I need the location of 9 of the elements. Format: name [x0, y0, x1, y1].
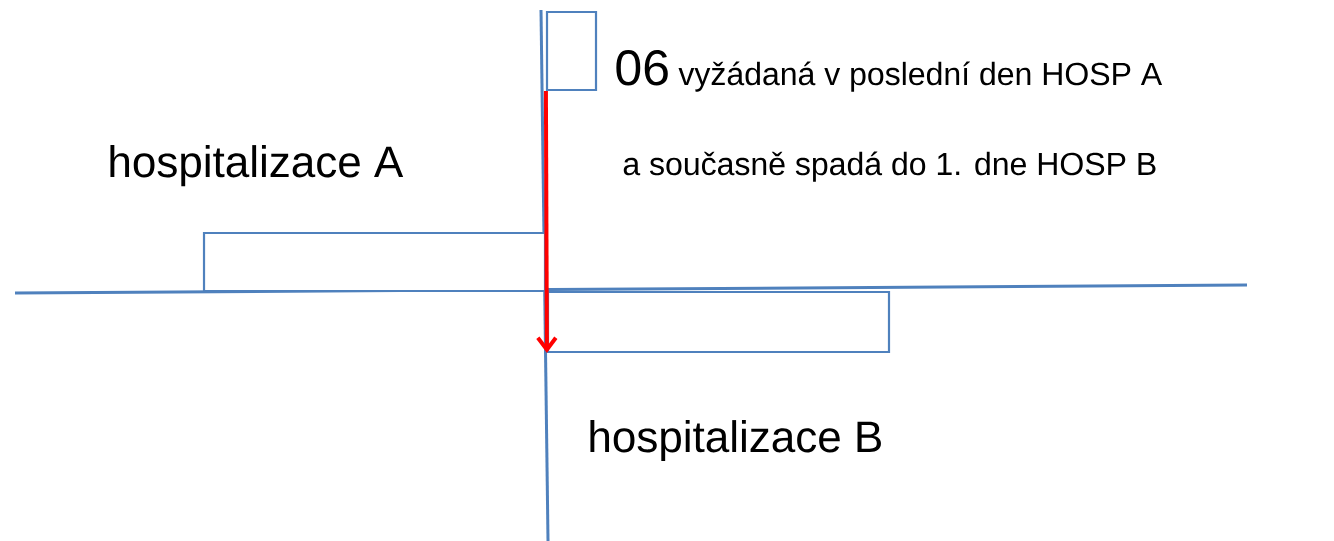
- arrow: [536, 91, 558, 354]
- bar: [545, 10, 598, 92]
- node-label: a současně spadá do 1. dne HOSP B: [623, 151, 1156, 182]
- node-label: hospitalizace B: [590, 420, 881, 462]
- bar: [202, 231, 547, 293]
- node-label: hospitalizace A: [110, 145, 404, 187]
- bar: [546, 290, 891, 354]
- node-label: vyžádaná v poslední den HOSP A: [678, 61, 1163, 92]
- node-label: 06: [616, 50, 668, 86]
